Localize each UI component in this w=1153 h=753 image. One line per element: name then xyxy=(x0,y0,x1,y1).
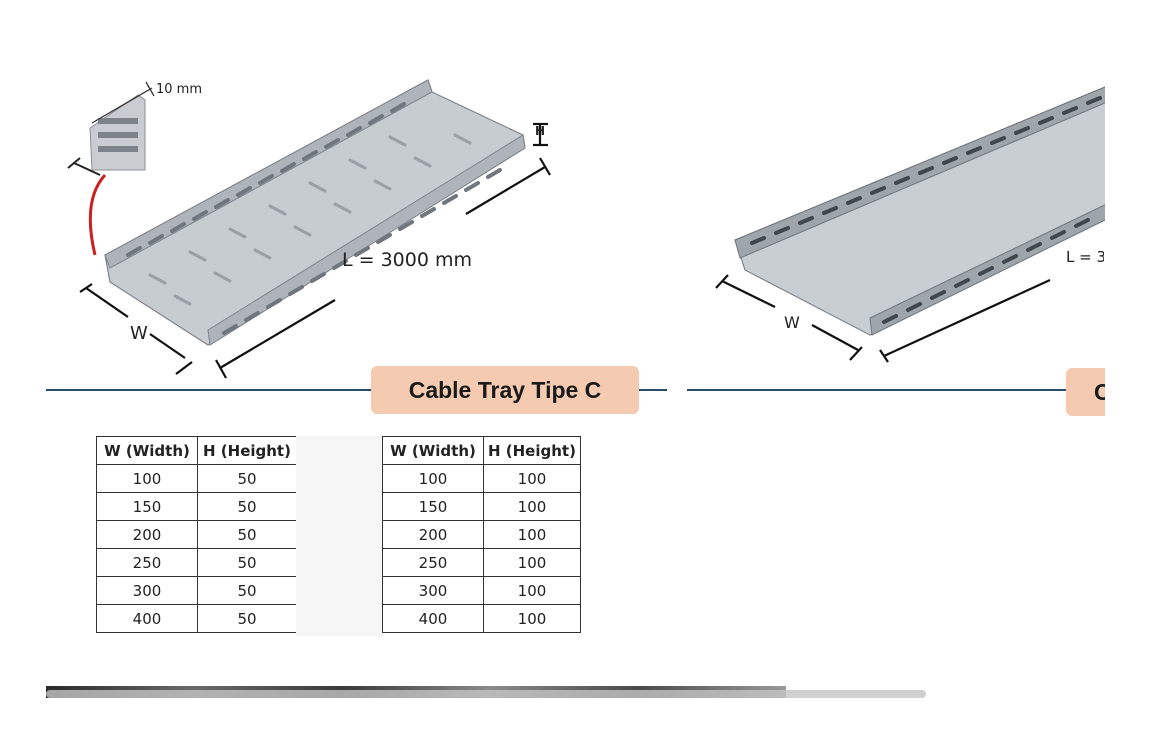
table-header-row: W (Width) H (Height) xyxy=(96,436,297,465)
cell-width: 200 xyxy=(382,520,484,549)
section-title-right-text: C xyxy=(1094,378,1105,405)
cell-width: 150 xyxy=(382,492,484,521)
thickness-label: 10 mm xyxy=(156,82,203,97)
cell-height: 100 xyxy=(483,464,581,493)
dimension-lines-right xyxy=(715,274,1051,363)
cell-height: 50 xyxy=(197,520,297,549)
cell-height: 100 xyxy=(483,548,581,577)
col-header-width: W (Width) xyxy=(96,436,198,465)
cell-height: 100 xyxy=(483,576,581,605)
cell-height: 100 xyxy=(483,520,581,549)
dimension-lines xyxy=(79,122,551,379)
height-label: H xyxy=(535,124,546,138)
length-label-right: L = 3( xyxy=(1066,248,1104,266)
col-header-height: H (Height) xyxy=(197,436,297,465)
col-header-height: H (Height) xyxy=(483,436,581,465)
tray-section-inset xyxy=(89,81,155,171)
width-label-right: W xyxy=(784,313,800,332)
cell-width: 150 xyxy=(96,492,198,521)
width-label: W xyxy=(130,323,148,344)
red-curve xyxy=(88,173,107,256)
cable-tray-body-right xyxy=(734,86,1105,336)
cell-height: 50 xyxy=(197,548,297,577)
cable-tray-body xyxy=(104,79,526,346)
cell-height: 100 xyxy=(483,604,581,633)
cell-height: 50 xyxy=(197,576,297,605)
col-header-width: W (Width) xyxy=(382,436,484,465)
section-rule-left xyxy=(46,389,371,391)
cable-tray-illustration-left xyxy=(67,79,551,379)
cell-width: 200 xyxy=(96,520,198,549)
cell-height: 50 xyxy=(197,604,297,633)
length-label: L = 3000 mm xyxy=(342,249,472,271)
cell-height: 50 xyxy=(197,464,297,493)
horizontal-scrollbar[interactable] xyxy=(46,690,926,698)
section-title-right: C xyxy=(1066,368,1105,416)
table-header-row: W (Width) H (Height) xyxy=(382,436,581,465)
cell-width: 400 xyxy=(96,604,198,633)
section-rule-mid xyxy=(637,389,667,391)
cell-width: 100 xyxy=(382,464,484,493)
section-title: Cable Tray Tipe C xyxy=(371,366,639,414)
cell-width: 300 xyxy=(96,576,198,605)
cell-width: 400 xyxy=(382,604,484,633)
cell-height: 100 xyxy=(483,492,581,521)
table-gap-column xyxy=(296,436,382,636)
cell-width: 250 xyxy=(382,548,484,577)
cell-width: 300 xyxy=(382,576,484,605)
cell-width: 250 xyxy=(96,548,198,577)
section-title-text: Cable Tray Tipe C xyxy=(408,376,602,403)
cell-width: 100 xyxy=(96,464,198,493)
cell-height: 50 xyxy=(197,492,297,521)
section-rule-right xyxy=(687,389,1067,391)
